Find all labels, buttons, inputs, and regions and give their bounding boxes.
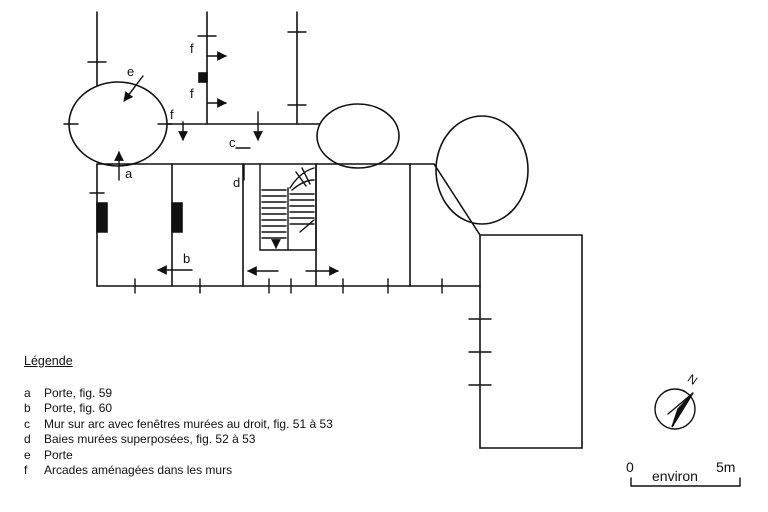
legend-text: Porte, fig. 60: [44, 401, 113, 415]
scale-bar: [630, 477, 741, 487]
legend-title: Légende: [24, 354, 73, 368]
openings: [96, 72, 208, 233]
tower-west: [68, 81, 168, 167]
tower-east: [435, 115, 529, 225]
legend-text: Mur sur arc avec fenêtres murées au droi…: [44, 416, 333, 431]
north-arrow: N: [654, 371, 700, 430]
north-label: N: [685, 371, 700, 387]
legend-item-f: f Arcades aménagées dans les murs: [24, 463, 333, 479]
legend-item-e: e Porte: [24, 448, 333, 464]
label-b: b: [183, 251, 190, 266]
label-c: c: [229, 135, 236, 150]
legend-text: Porte: [44, 447, 73, 462]
label-f-2: f: [190, 86, 194, 101]
plan-labels: a b c d e f f f: [125, 41, 240, 266]
legend-key: e: [24, 447, 31, 462]
scale-end-label: 5m: [716, 459, 736, 475]
legend-item-b: b Porte, fig. 60: [24, 401, 333, 417]
legend-text: Arcades aménagées dans les murs: [44, 463, 233, 477]
walls: [96, 11, 583, 449]
legend-key: f: [24, 463, 28, 477]
legend-key: c: [24, 416, 30, 431]
legend-text: Baies murées superposées, fig. 52 à 53: [44, 432, 256, 446]
tower-middle: [316, 103, 400, 169]
direction-arrows: [114, 51, 339, 276]
opening-block: [96, 202, 108, 233]
label-f-1: f: [190, 41, 194, 56]
scale-start-label: 0: [626, 459, 634, 475]
legend-key: d: [24, 432, 31, 446]
north-arrow-circle: [654, 388, 696, 430]
legend-key: a: [24, 385, 31, 400]
staircase: [259, 163, 317, 251]
legend-text: Porte, fig. 59: [44, 385, 113, 400]
label-e: e: [127, 64, 134, 79]
legend-item-a: a Porte, fig. 59: [24, 386, 333, 402]
label-d: d: [233, 175, 240, 190]
scale-caption: environ: [652, 468, 698, 484]
legend: Légende a Porte, fig. 59 b Porte, fig. 6…: [24, 354, 333, 479]
legend-item-c: c Mur sur arc avec fenêtres murées au dr…: [24, 417, 333, 433]
opening-block: [171, 202, 183, 233]
legend-item-d: d Baies murées superposées, fig. 52 à 53: [24, 432, 333, 448]
wall-ticks: [63, 31, 492, 386]
opening-block: [198, 72, 208, 83]
label-a: a: [125, 166, 133, 181]
legend-key: b: [24, 401, 31, 415]
label-f-3: f: [170, 107, 174, 122]
